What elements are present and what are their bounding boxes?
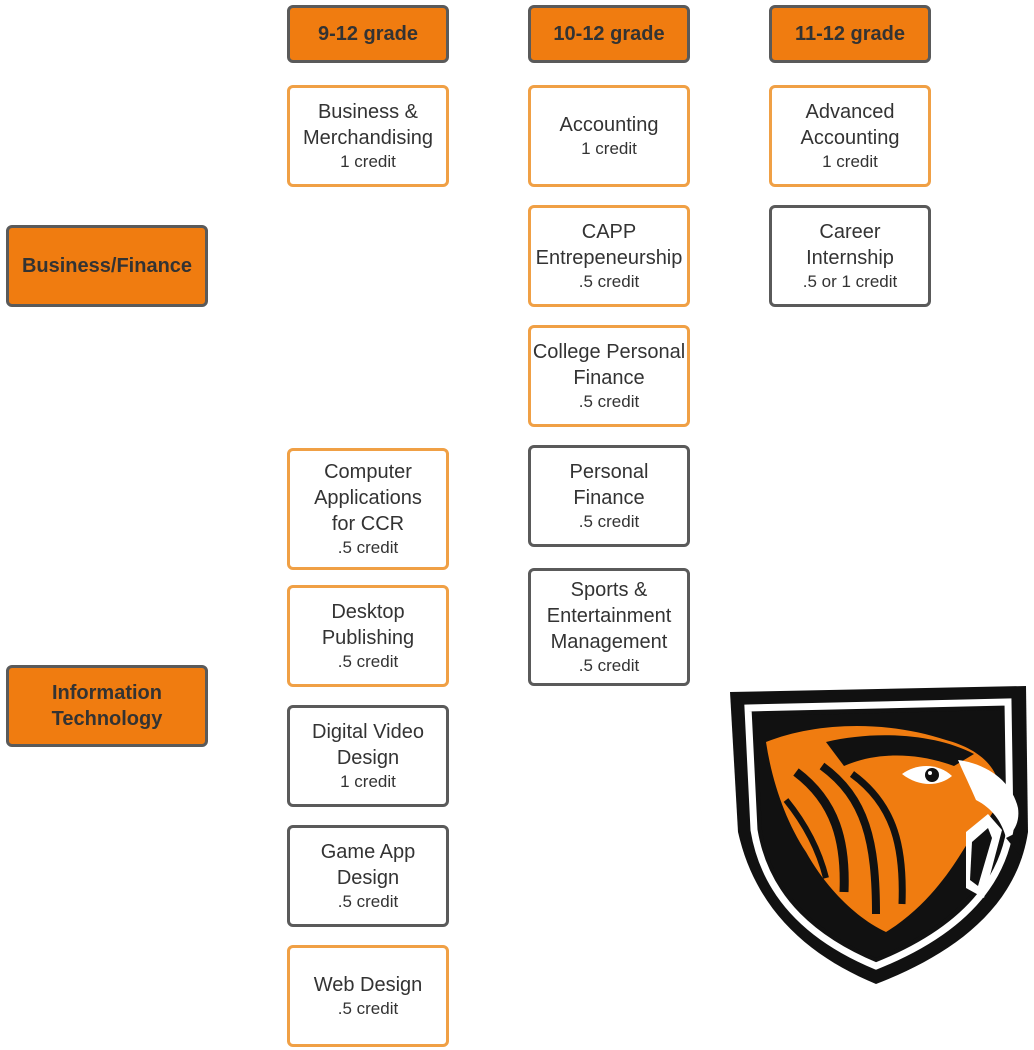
course-name-line3: Management bbox=[550, 631, 668, 653]
category-label-line1: Information bbox=[52, 682, 162, 704]
course-business-merchandising: Business & Merchandising 1 credit bbox=[287, 85, 449, 187]
course-name-line1: Game App bbox=[320, 841, 416, 863]
course-credit: 1 credit bbox=[822, 152, 878, 171]
course-credit: .5 credit bbox=[578, 656, 640, 675]
course-credit: 1 credit bbox=[340, 152, 396, 171]
course-name-line2: Design bbox=[336, 747, 400, 769]
course-name-line2: Finance bbox=[573, 487, 645, 509]
course-digital-video-design: Digital Video Design 1 credit bbox=[287, 705, 449, 807]
course-credit: .5 credit bbox=[337, 652, 399, 671]
course-name-line2: Entertainment bbox=[546, 605, 672, 627]
course-accounting: Accounting 1 credit bbox=[528, 85, 690, 187]
course-credit: .5 credit bbox=[578, 392, 640, 411]
grade-header-label: 10-12 grade bbox=[553, 22, 665, 45]
course-capp-entrepeneurship: CAPP Entrepeneurship .5 credit bbox=[528, 205, 690, 307]
course-name-line3: for CCR bbox=[331, 513, 405, 535]
course-sports-entertainment-management: Sports & Entertainment Management .5 cre… bbox=[528, 568, 690, 686]
course-credit: .5 credit bbox=[578, 512, 640, 531]
course-name-line1: College Personal bbox=[532, 341, 686, 363]
course-personal-finance: Personal Finance .5 credit bbox=[528, 445, 690, 547]
course-name-line1: Desktop bbox=[331, 601, 405, 623]
hawk-shield-icon bbox=[726, 682, 1032, 986]
course-name-line1: Sports & bbox=[570, 579, 648, 601]
course-game-app-design: Game App Design .5 credit bbox=[287, 825, 449, 927]
course-credit: .5 credit bbox=[578, 272, 640, 291]
course-name-line1: Computer bbox=[324, 461, 412, 483]
course-name-line2: Merchandising bbox=[302, 127, 434, 149]
course-name-line1: Accounting bbox=[559, 114, 659, 136]
course-name-line1: Advanced bbox=[805, 101, 895, 123]
course-name-line2: Publishing bbox=[321, 627, 415, 649]
course-credit: .5 or 1 credit bbox=[802, 272, 898, 291]
course-name-line2: Design bbox=[336, 867, 400, 889]
category-business-finance: Business/Finance bbox=[6, 225, 208, 307]
course-name-line2: Internship bbox=[806, 247, 894, 269]
category-information-technology: Information Technology bbox=[6, 665, 208, 747]
course-web-design: Web Design .5 credit bbox=[287, 945, 449, 1047]
course-name-line2: Accounting bbox=[800, 127, 900, 149]
grade-header-11-12: 11-12 grade bbox=[769, 5, 931, 63]
grade-header-label: 9-12 grade bbox=[317, 22, 419, 45]
grade-header-label: 11-12 grade bbox=[794, 22, 906, 45]
course-desktop-publishing: Desktop Publishing .5 credit bbox=[287, 585, 449, 687]
course-computer-applications: Computer Applications for CCR .5 credit bbox=[287, 448, 449, 570]
course-credit: .5 credit bbox=[337, 892, 399, 911]
course-name-line2: Finance bbox=[573, 367, 645, 389]
course-name-line1: Career bbox=[819, 221, 881, 243]
course-name-line1: Business & bbox=[317, 101, 419, 123]
course-credit: 1 credit bbox=[581, 139, 637, 158]
course-credit: .5 credit bbox=[337, 538, 399, 557]
course-name-line1: Personal bbox=[569, 461, 649, 483]
course-name-line1: Digital Video bbox=[312, 721, 424, 743]
grade-header-10-12: 10-12 grade bbox=[528, 5, 690, 63]
course-credit: 1 credit bbox=[340, 772, 396, 791]
category-label: Business/Finance bbox=[21, 255, 193, 277]
course-advanced-accounting: Advanced Accounting 1 credit bbox=[769, 85, 931, 187]
course-name-line2: Entrepeneurship bbox=[535, 247, 683, 269]
course-career-internship: Career Internship .5 or 1 credit bbox=[769, 205, 931, 307]
course-name-line2: Applications bbox=[314, 487, 422, 509]
course-name-line1: CAPP bbox=[581, 221, 637, 243]
category-label-line2: Technology bbox=[51, 708, 163, 730]
course-credit: .5 credit bbox=[337, 999, 399, 1018]
grade-header-9-12: 9-12 grade bbox=[287, 5, 449, 63]
course-name-line1: Web Design bbox=[313, 974, 423, 996]
course-college-personal-finance: College Personal Finance .5 credit bbox=[528, 325, 690, 427]
